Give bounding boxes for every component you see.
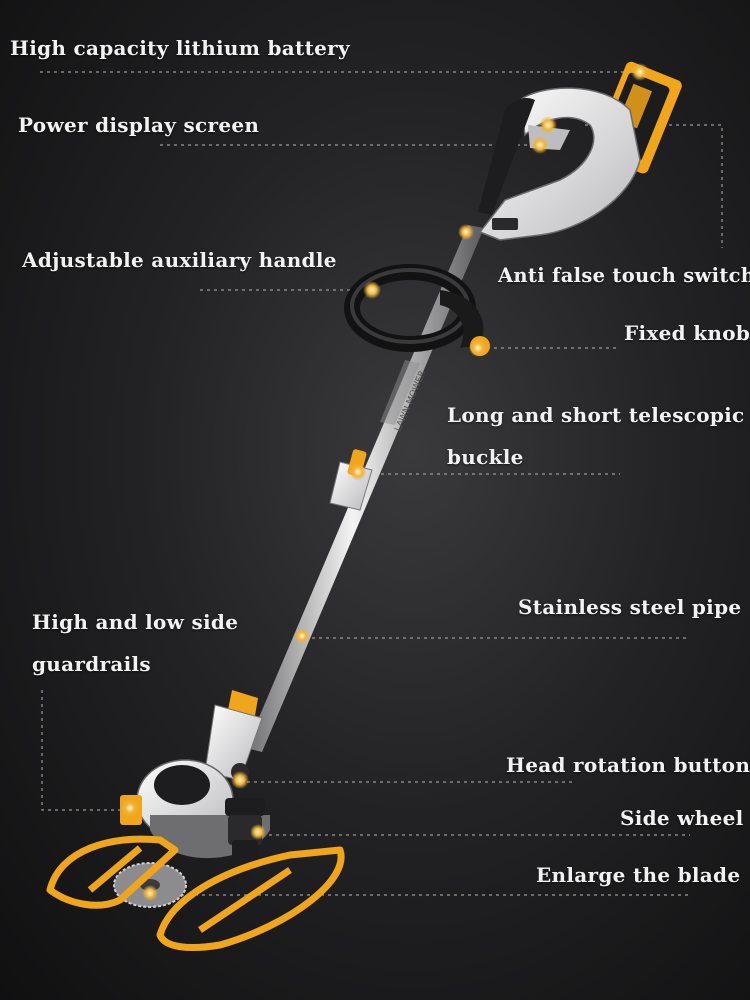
label-anti-touch: Anti false touch switch <box>498 264 750 287</box>
label-aux-handle: Adjustable auxiliary handle <box>22 248 337 272</box>
trimmer-head <box>120 690 270 864</box>
label-telescopic-1: Long and short telescopic <box>447 403 745 427</box>
leader-anti-touch <box>585 124 723 248</box>
label-guardrails-2: guardrails <box>32 652 151 676</box>
main-handle <box>478 87 641 241</box>
label-knob: Fixed knob <box>624 321 750 345</box>
label-guardrails-1: High and low side <box>32 610 239 634</box>
label-blade: Enlarge the blade <box>536 863 741 887</box>
leader-lines <box>40 71 723 896</box>
label-head-rotation: Head rotation button <box>506 753 750 777</box>
label-pipe: Stainless steel pipe <box>518 595 742 619</box>
label-display: Power display screen <box>18 113 260 137</box>
label-battery: High capacity lithium battery <box>10 36 350 60</box>
leader-guardrails <box>41 690 130 811</box>
label-telescopic-2: buckle <box>447 445 524 469</box>
highlight-dots <box>121 63 649 901</box>
label-side-wheel: Side wheel <box>620 806 744 830</box>
guardrails <box>46 835 345 952</box>
